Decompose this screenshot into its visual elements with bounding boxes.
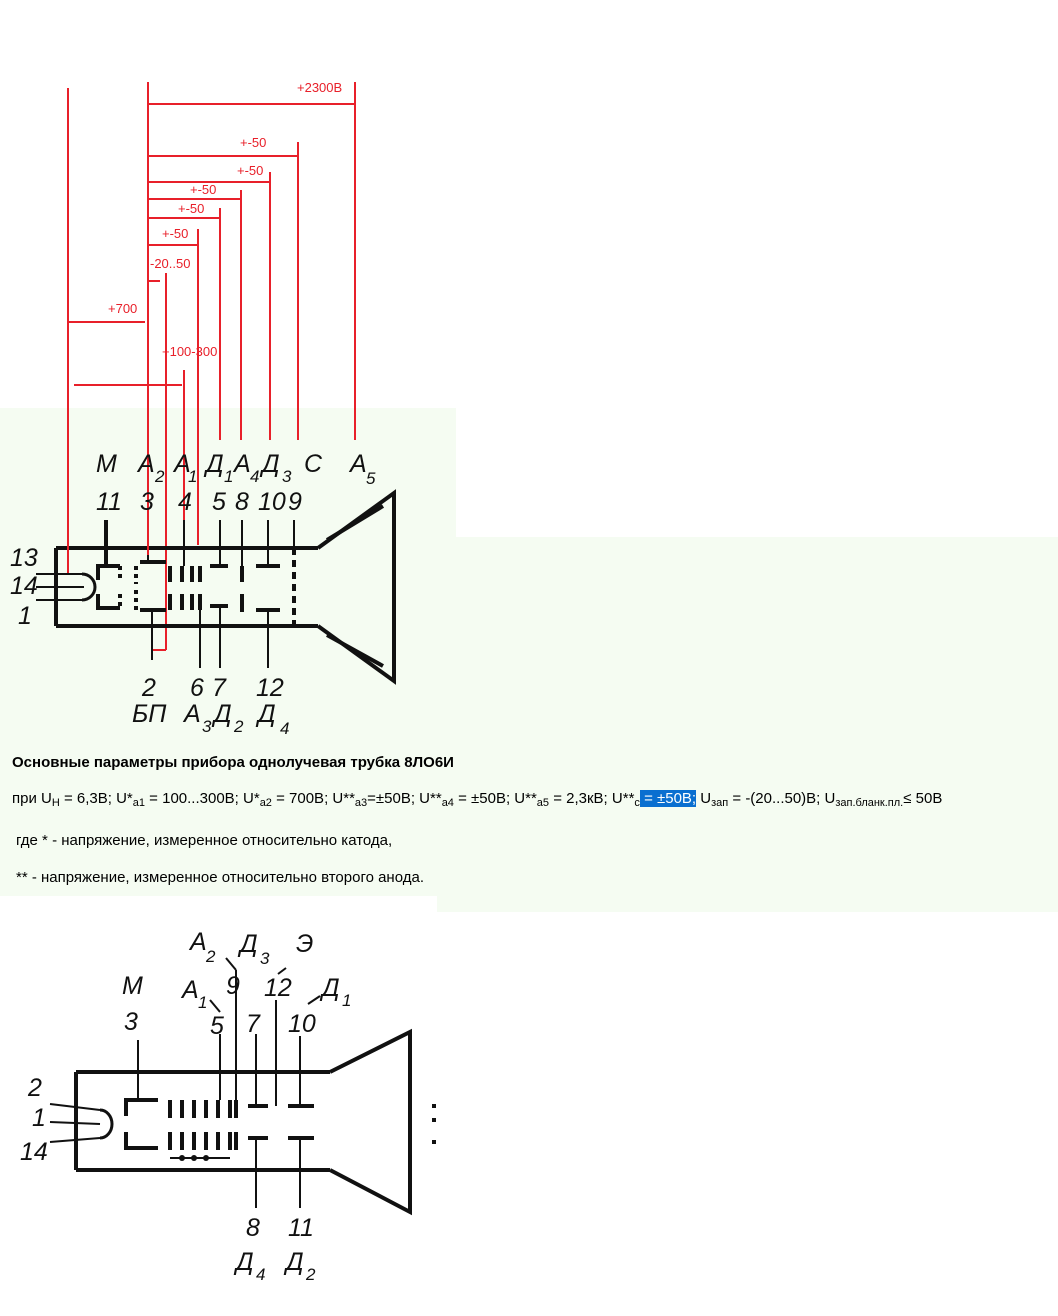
svg-text:2: 2	[205, 947, 216, 966]
pin-letter-c: С	[304, 450, 323, 478]
pin-number-9: 9	[288, 488, 302, 516]
params-line: при UН = 6,3В; U*а1 = 100...300В; U*а2 =…	[12, 790, 943, 809]
voltage-label-bp: -20..50	[150, 256, 190, 271]
pin2-number-5: 5	[210, 1012, 224, 1040]
pin-number-1: 1	[18, 602, 32, 630]
pin-letter-a4: А	[232, 450, 251, 478]
pin-letter-bp: БП	[132, 700, 167, 728]
svg-text:1: 1	[224, 467, 233, 486]
note-cathode: где * - напряжение, измеренное относител…	[16, 832, 393, 849]
panel-background-top	[0, 408, 456, 538]
tube2-electrodes	[49, 957, 321, 1208]
tube2-envelope	[74, 1028, 412, 1216]
pin-letter-a3: А	[182, 700, 201, 728]
pin-number-5: 5	[212, 488, 226, 516]
voltage-wiring	[67, 82, 356, 651]
pin-letter-d1: Д	[203, 450, 224, 478]
pin2-letter-d1: Д	[319, 974, 340, 1002]
voltage-label-a5: +2300В	[297, 80, 342, 95]
pin2-number-11: 11	[288, 1214, 314, 1242]
pin-number-3: 3	[140, 488, 154, 516]
tube1-envelope	[54, 489, 396, 685]
svg-text:2: 2	[305, 1265, 316, 1284]
pin-number-12: 12	[256, 674, 284, 702]
pin2-letter-m: М	[122, 972, 143, 1000]
svg-text:3: 3	[202, 717, 212, 736]
pin2-number-1: 1	[32, 1104, 46, 1132]
pin2-number-9: 9	[226, 972, 240, 1000]
pin-number-8: 8	[235, 488, 249, 516]
pin-letter-a5: А	[348, 450, 367, 478]
pin-letter-d4: Д	[255, 700, 276, 728]
pin2-number-3: 3	[124, 1008, 138, 1036]
svg-text:4: 4	[280, 719, 289, 738]
pin-number-6: 6	[190, 674, 204, 702]
pin-number-2: 2	[141, 674, 156, 702]
voltage-label-c: +-50	[240, 135, 266, 150]
panel-background	[0, 537, 1058, 912]
tube2-pin-labels-left: 2 1 14	[20, 1074, 48, 1166]
voltage-label-a3: +-50	[162, 226, 188, 241]
voltage-label-a1: +100-300	[162, 344, 217, 359]
pin2-letter-a1: А	[180, 976, 199, 1004]
tube1-pin-labels-left: 13 14 1	[10, 544, 38, 630]
pin2-number-10: 10	[288, 1010, 316, 1038]
pin2-letter-d2: Д	[283, 1248, 304, 1276]
pin2-number-7: 7	[246, 1010, 261, 1038]
note-second-anode: ** - напряжение, измеренное относительно…	[16, 869, 424, 886]
svg-text:3: 3	[282, 467, 292, 486]
params-title: Основные параметры прибора однолучевая т…	[12, 754, 454, 771]
tube2-pin-labels-top: М 3 А 1 5 А 2 9 Д 3 7 Э 12 Д 1 10	[122, 928, 351, 1040]
svg-text:5: 5	[366, 469, 376, 488]
tube1-pin-labels-bottom: 2 6 7 12 БП А 3 Д 2 Д 4	[132, 674, 289, 738]
tube2-pin-labels-bottom: 8 11 Д 4 Д 2	[233, 1214, 316, 1284]
pin-number-7: 7	[212, 674, 227, 702]
svg-text:4: 4	[250, 467, 259, 486]
pin-letter-a2: А	[136, 450, 155, 478]
svg-text:1: 1	[188, 467, 197, 486]
svg-text:1: 1	[342, 991, 351, 1010]
pin-number-10: 10	[258, 488, 286, 516]
tube2-edge-marks	[432, 1104, 436, 1144]
pin-number-13: 13	[10, 544, 38, 572]
svg-text:2: 2	[154, 467, 165, 486]
pin-letter-m: М	[96, 450, 117, 478]
voltage-label-a4: +-50	[190, 182, 216, 197]
pin2-number-12: 12	[264, 974, 292, 1002]
voltage-label-d1: +-50	[178, 201, 204, 216]
voltage-label-d3: +-50	[237, 163, 263, 178]
voltage-label-a2: +700	[108, 301, 137, 316]
pin2-letter-d3: Д	[237, 930, 258, 958]
pin-letter-d3: Д	[259, 450, 280, 478]
pin-number-14: 14	[10, 572, 38, 600]
pin2-letter-d4: Д	[233, 1248, 254, 1276]
text-selection-highlight[interactable]: = ±50В;	[639, 790, 697, 807]
svg-text:1: 1	[198, 993, 207, 1012]
pin2-letter-a2: А	[188, 928, 207, 956]
tube1-electrodes	[36, 520, 296, 668]
pin-number-4: 4	[178, 488, 192, 516]
svg-text:4: 4	[256, 1265, 265, 1284]
pin-number-11: 11	[96, 488, 122, 516]
panel-gap	[0, 896, 437, 912]
svg-text:2: 2	[233, 717, 244, 736]
pin-letter-d2: Д	[211, 700, 232, 728]
svg-text:3: 3	[260, 949, 270, 968]
tube2-junction-dots	[179, 1155, 209, 1161]
pin-letter-a1: А	[172, 450, 191, 478]
pin2-number-8: 8	[246, 1214, 260, 1242]
pin2-letter-e: Э	[296, 930, 313, 958]
tube1-red-overlay	[67, 440, 185, 573]
pin2-number-2: 2	[27, 1074, 42, 1102]
pin2-number-14: 14	[20, 1138, 48, 1166]
tube1-pin-labels-top: М А 2 А 1 Д 1 А 4 Д 3 С А 5 11 3 4 5 8 1…	[96, 450, 376, 516]
